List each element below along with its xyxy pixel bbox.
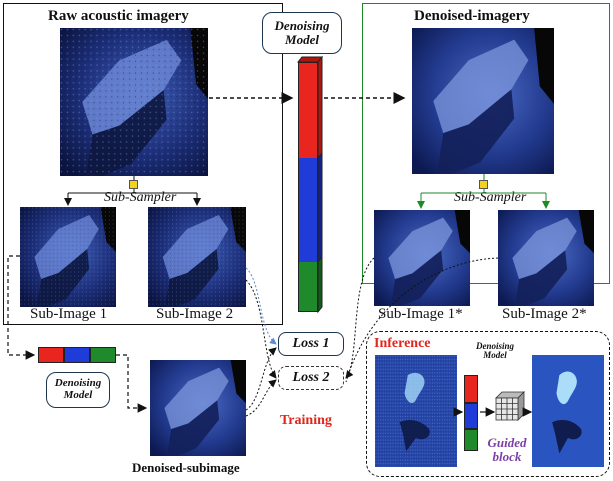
inference-model-red-segment (464, 375, 478, 403)
sub-image-1-star (374, 210, 470, 306)
sub-image-2 (148, 207, 246, 307)
denoised-subimage (150, 360, 246, 456)
small-model-blue-segment (64, 347, 90, 363)
loss-2-box: Loss 2 (278, 366, 344, 390)
sub-image-1-star-label: Sub-Image 1* (378, 306, 463, 322)
sub-image-1-label: Sub-Image 1 (30, 306, 108, 322)
denoising-model-small-label: Denoising Model (46, 372, 110, 408)
sub-image-2-label: Sub-Image 2 (156, 306, 234, 322)
model-bar-green-segment (298, 262, 318, 312)
inference-label: Inference (374, 336, 431, 351)
denoised-image (412, 28, 554, 174)
loss-2-label: Loss 2 (292, 370, 330, 385)
sub-image-2-star-label: Sub-Image 2* (502, 306, 587, 322)
inference-model-green-segment (464, 429, 478, 451)
sub-image-2-star (498, 210, 594, 306)
small-model-green-segment (90, 347, 116, 363)
denoising-model-main-text: Denoising Model (274, 18, 330, 47)
denoising-model-small-text: Denoising Model (54, 377, 102, 401)
inference-input-image (375, 355, 457, 467)
raw-imagery-frame (3, 3, 283, 325)
inference-model-label: Denoising Model (475, 341, 514, 361)
model-bar-red-segment (298, 62, 318, 158)
training-label: Training (280, 413, 332, 428)
guided-block-label: Guided block (487, 435, 527, 464)
raw-acoustic-image (60, 28, 208, 176)
small-model-red-segment (38, 347, 64, 363)
model-bar-blue-segment (298, 158, 318, 262)
denoised-subimage-label: Denoised-subimage (132, 460, 240, 475)
sub-sampler-label-right: Sub-Sampler (454, 190, 527, 205)
loss-1-label: Loss 1 (292, 336, 330, 351)
denoised-imagery-title: Denoised-imagery (414, 8, 530, 24)
sub-sampler-label-left: Sub-Sampler (104, 190, 177, 205)
sub-sampler-icon-left (129, 180, 138, 189)
denoising-model-main-label: Denoising Model (262, 12, 342, 54)
inference-output-image (532, 355, 604, 467)
sub-image-1 (20, 207, 116, 307)
sub-sampler-icon-right (479, 180, 488, 189)
raw-imagery-title: Raw acoustic imagery (48, 8, 189, 24)
loss-1-box: Loss 1 (278, 332, 344, 356)
inference-model-blue-segment (464, 403, 478, 429)
